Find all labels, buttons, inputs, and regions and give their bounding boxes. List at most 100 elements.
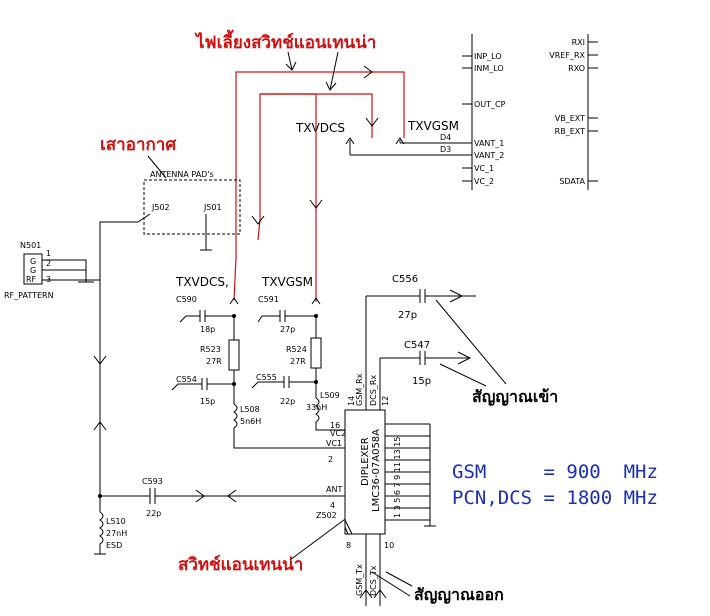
antenna-switch-supply-label: ไฟเลี้ยงสวิทช์แอนเทนน่า	[194, 29, 376, 53]
r524-body	[310, 337, 322, 369]
c556-ref: C556	[392, 274, 418, 285]
pad-contacts	[137, 213, 212, 251]
n501-letter-2: G	[30, 266, 36, 275]
antenna-switch-label: สวิทช์แอนเทนน่า	[178, 554, 303, 575]
c593-flow-arrows	[195, 489, 237, 503]
txvgsm-stub	[395, 137, 405, 145]
ic-pin-vc-2: VC_2	[474, 177, 494, 186]
j502-label: J502	[151, 203, 170, 212]
diplexer-ant: ANT	[326, 485, 342, 494]
net-d4: D4	[440, 133, 451, 142]
c593-ref: C593	[142, 477, 163, 486]
antenna-pads-box	[143, 179, 241, 235]
c555-ref: C555	[256, 373, 277, 382]
ic-pin-vb-ext: VB_EXT	[555, 114, 585, 123]
l508-val: 5n6H	[240, 417, 261, 426]
c591-gnd	[257, 315, 263, 323]
antenna-switch-arrow	[289, 513, 353, 561]
diplexer-body	[344, 409, 386, 535]
signal-out-arrows	[371, 571, 413, 597]
r523-val: 27R	[206, 357, 222, 366]
ic-pin-vant-1: VANT_1	[474, 139, 504, 148]
n501-body	[23, 253, 43, 285]
c590-gnd	[179, 315, 187, 323]
diplexer-dcs-rx: DCS_Rx	[369, 375, 378, 406]
diplexer-pin-14: 14	[347, 396, 356, 406]
ic-pin-inm-lo: INM_LO	[474, 64, 504, 73]
c555-val: 22p	[280, 397, 295, 406]
net-txvgsm-mid: TXVGSM	[261, 275, 313, 289]
c547-cap	[380, 351, 472, 365]
signal-in-label: สัญญาณเข้า	[472, 387, 558, 407]
l508-coil	[233, 384, 345, 449]
r523-body	[228, 339, 240, 371]
n501-pin-2: 2	[46, 259, 51, 268]
n501-ref: N501	[20, 241, 41, 250]
diplexer-pin-4: 4	[330, 501, 335, 510]
diplexer-dcs-tx: DCS_Tx	[369, 565, 378, 596]
c556-val: 27p	[398, 310, 417, 321]
ic-pin-vref-rx: VREF_RX	[549, 51, 585, 60]
c590-cap	[186, 310, 234, 322]
l510-val: 27nH	[106, 529, 127, 538]
n501-pin-1: 1	[46, 249, 51, 258]
l509-val: 33nH	[306, 403, 327, 412]
ic-pin-vant-2: VANT_2	[474, 151, 504, 160]
diplexer-pin-10: 10	[384, 541, 394, 550]
c554-cap	[171, 370, 235, 391]
diplexer-gnd-pins: 1 3 5 6 7 9 11 13 15	[393, 437, 402, 518]
rf-ic	[350, 34, 598, 190]
l510-coil	[94, 511, 106, 555]
j501-label: J501	[203, 203, 222, 212]
diplexer-rx-leads	[365, 296, 381, 410]
signal-out-label: สัญญาณออก	[414, 585, 504, 605]
diplexer-vc2: VC2	[330, 429, 346, 438]
l510-note: ESD	[106, 541, 122, 550]
diplexer-ref: Z502	[316, 511, 337, 520]
net-txvgsm-top: TXVGSM	[407, 119, 459, 133]
txvdcs-stub	[345, 137, 355, 155]
c593-cap	[100, 488, 345, 504]
r524-val: 27R	[290, 357, 306, 366]
n501-name: RF_PATTERN	[4, 291, 54, 300]
net-d3: D3	[440, 145, 451, 154]
ic-pin-rxo: RXO	[568, 64, 585, 73]
left-rf-line	[93, 280, 107, 512]
diplexer-gsm-tx: GSM_Tx	[355, 564, 364, 596]
c591-cap	[262, 310, 316, 322]
ic-pin-sdata: SDATA	[559, 177, 585, 186]
c547-ref: C547	[404, 340, 430, 351]
diplexer-vc1: VC1	[326, 439, 342, 448]
c590-ref: C590	[176, 295, 197, 304]
signal-in-arrows	[435, 299, 507, 387]
net-txvdcs-top: TXVDCS	[295, 121, 345, 135]
diplexer-tx-leads	[359, 534, 387, 606]
ic-pin-rb-ext: RB_EXT	[555, 127, 585, 136]
n501-letter-3: RF	[26, 275, 37, 284]
ic-pin-vc-1: VC_1	[474, 164, 494, 173]
l509-coil	[315, 382, 345, 431]
c591-ref: C591	[258, 295, 279, 304]
antenna-label: เสาอากาศ	[100, 135, 177, 155]
c554-ref: C554	[176, 375, 197, 384]
diplexer-pin-16: 16	[330, 421, 340, 430]
diplexer-pin-12: 12	[381, 396, 390, 406]
l508-ref: L508	[240, 405, 260, 414]
n501-letter-1: G	[30, 257, 36, 266]
c554-val: 15p	[200, 397, 215, 406]
l510-ref: L510	[106, 517, 126, 526]
l509-ref: L509	[320, 391, 340, 400]
antenna-pads-label: ANTENNA PAD's	[150, 170, 214, 179]
net-txvdcs-mid: TXVDCS,	[175, 275, 229, 289]
diplexer-pin-2: 2	[328, 455, 333, 464]
c556-cap	[366, 289, 476, 303]
c555-cap	[251, 368, 317, 389]
diplexer-orientation-mark	[344, 519, 353, 535]
ic-pin-rxi: RXI	[572, 38, 585, 47]
n501-wires	[42, 221, 138, 283]
c547-val: 15p	[412, 376, 431, 387]
r523-ref: R523	[200, 345, 221, 354]
ic-pin-out-cp: OUT_CP	[474, 100, 506, 109]
